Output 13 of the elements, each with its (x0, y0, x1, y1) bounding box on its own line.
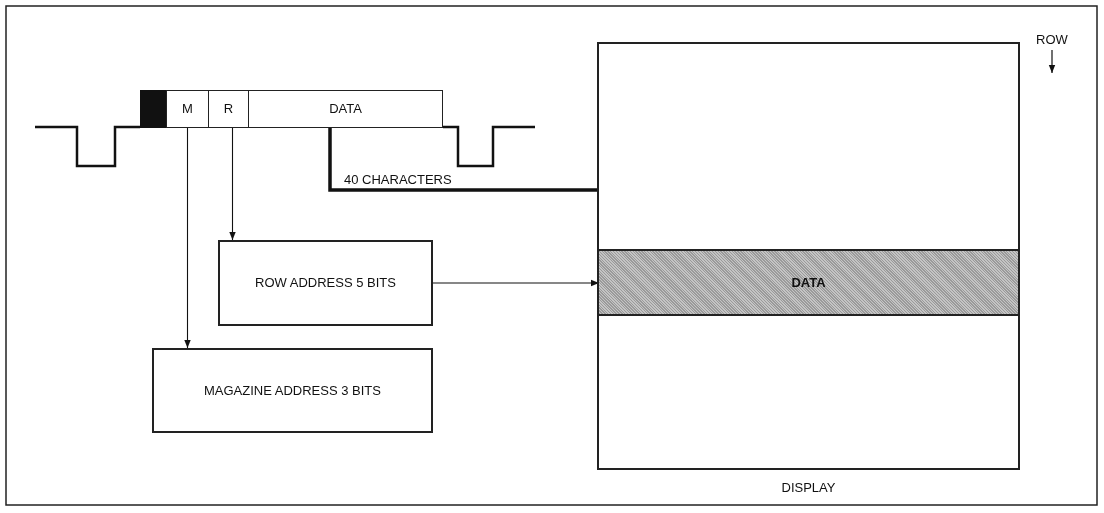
display-label: DISPLAY (781, 480, 836, 496)
address-box: ROW ADDRESS 5 BITS (218, 240, 433, 326)
packet-field: M (166, 90, 209, 128)
arrow (229, 127, 236, 241)
address-box: MAGAZINE ADDRESS 3 BITS (152, 348, 433, 433)
packet-field: DATA (248, 90, 443, 128)
sync-block (140, 90, 167, 128)
direction-label: ROW (1036, 32, 1068, 47)
data-row-band: DATA (599, 249, 1018, 316)
arrow (184, 127, 191, 349)
packet-field: R (208, 90, 249, 128)
edge-label: 40 CHARACTERS (342, 172, 454, 187)
connector-line (328, 128, 597, 192)
